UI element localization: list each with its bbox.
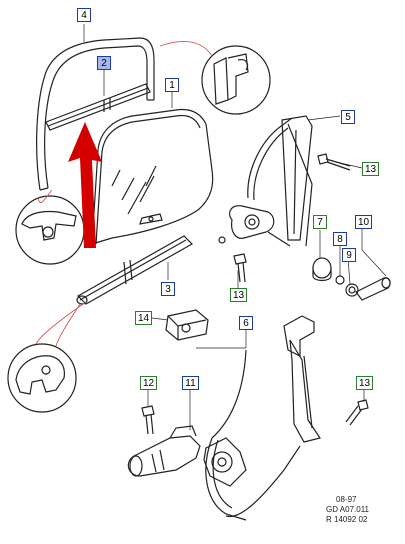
callout-4: 4 (77, 8, 91, 22)
glass-run-channel (36, 37, 155, 191)
callout-13-upper: 13 (362, 162, 379, 176)
electric-window-regulator (203, 315, 321, 521)
up-arrow-icon (68, 122, 102, 248)
lower-glass-channel (76, 235, 193, 305)
callout-10: 10 (355, 215, 372, 229)
diagram-ref-number: R 14092 02 (326, 515, 368, 524)
leader-lines (35, 41, 213, 347)
crank-handle-assembly (312, 257, 391, 301)
diagram-date: 08-97 (336, 495, 357, 504)
callout-1: 1 (165, 78, 179, 92)
window-switch (165, 309, 209, 341)
callout-2: 2 (97, 56, 111, 70)
seal-section-icon (7, 343, 77, 413)
callout-14: 14 (135, 311, 152, 325)
callout-7: 7 (313, 215, 327, 229)
callout-9: 9 (342, 248, 356, 262)
bolt-icon (345, 399, 369, 426)
callout-8: 8 (333, 232, 347, 246)
bolt-icon (317, 153, 351, 171)
inner-weatherstrip (45, 83, 151, 131)
callout-3: 3 (161, 282, 175, 296)
seal-section-icon (15, 195, 85, 265)
door-glass (91, 108, 214, 245)
bolt-icon (233, 253, 247, 283)
callout-leaders (83, 24, 387, 430)
manual-window-regulator (218, 115, 313, 247)
diagram-code: GD A07.011 (326, 505, 369, 514)
callout-6: 6 (239, 316, 253, 330)
callout-13-middle: 13 (230, 288, 247, 302)
callout-12: 12 (140, 376, 157, 390)
diagram-reference: 08-97 GD A07.011 R 14092 02 (326, 495, 398, 525)
callout-11: 11 (182, 376, 199, 390)
callout-13-lower: 13 (356, 376, 373, 390)
callout-5: 5 (341, 110, 355, 124)
seal-section-icon (201, 45, 271, 115)
bolt-icon (141, 405, 155, 435)
window-motor (127, 425, 201, 477)
